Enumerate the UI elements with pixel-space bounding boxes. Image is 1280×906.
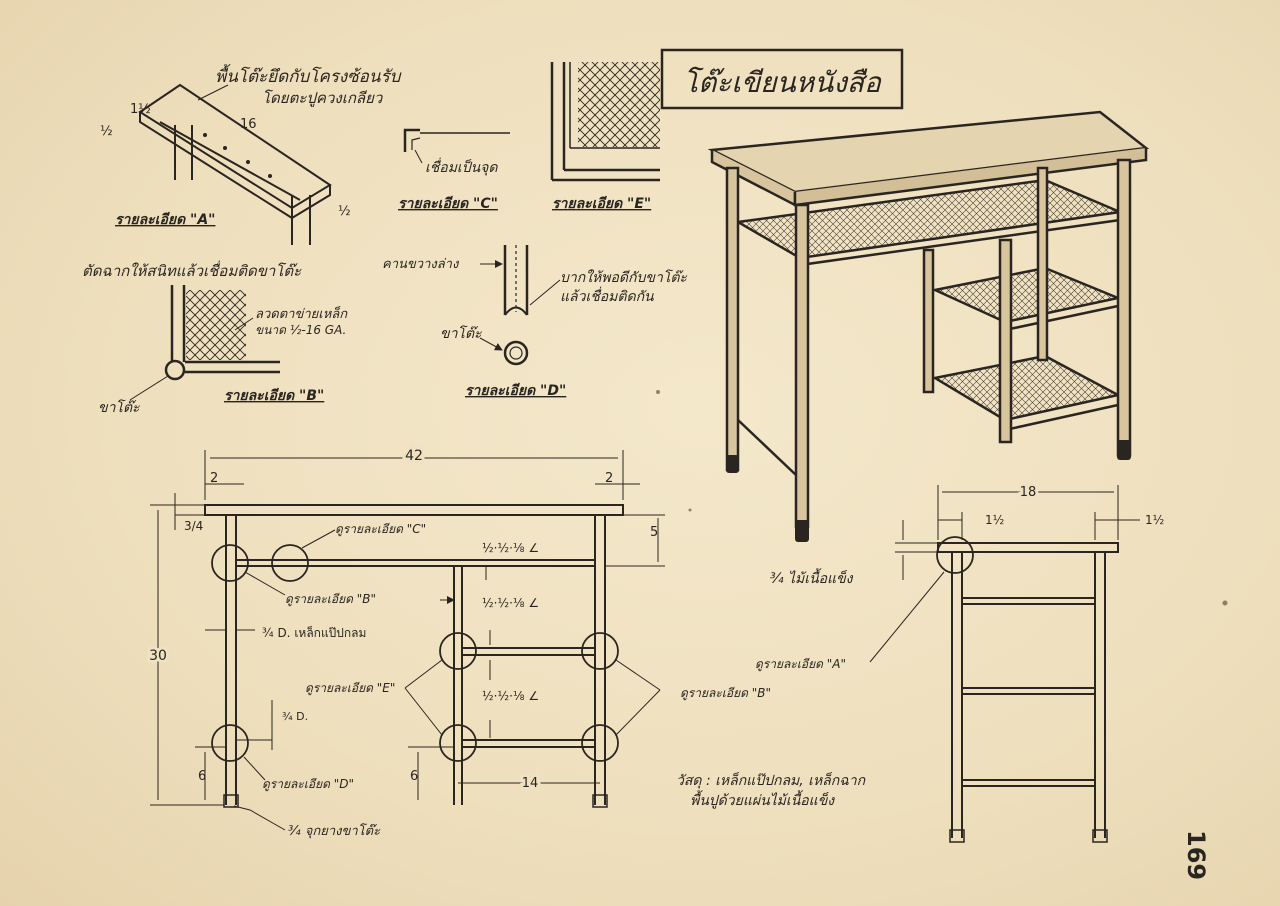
side-inset-right: 1½ xyxy=(1145,513,1164,527)
detail-a-heading: พื้นโต๊ะยึดกับโครงซ้อนรับ xyxy=(215,63,402,87)
front-callout-b2: ดูรายละเอียด "B" xyxy=(680,686,771,701)
detail-d-leg-note: ขาโต๊ะ xyxy=(440,325,482,342)
front-foot-left: 6 xyxy=(198,769,206,784)
detail-b-mesh-note-2: ขนาด ½-16 GA. xyxy=(255,323,346,337)
desk-perspective-sketch xyxy=(707,110,1150,542)
front-cap-note: ¾ จุกยางขาโต๊ะ xyxy=(288,823,381,839)
detail-b: ตัดฉากให้สนิทแล้วเชื่อมติดขาโต๊ะ ลวดตาข่… xyxy=(82,260,348,416)
front-apron-dim: 5 xyxy=(650,525,658,540)
detail-d-label: รายละเอียด "D" xyxy=(465,382,566,399)
materials-line-2: พื้นปูด้วยแผ่นไม้เนื้อแข็ง xyxy=(690,790,835,809)
front-width-dim: 42 xyxy=(405,448,423,464)
side-inset-left: 1½ xyxy=(985,513,1004,527)
front-angle-1: ½·½·⅛ ∠ xyxy=(482,541,539,555)
page-number: 169 xyxy=(1182,830,1210,880)
side-top-note: ¾ ไม้เนื้อแข็ง xyxy=(770,568,854,587)
detail-b-label: รายละเอียด "B" xyxy=(224,387,324,404)
front-pipe-small: ¾ D. xyxy=(282,710,308,723)
materials-note: วัสดุ : เหล็กแป๊ปกลม, เหล็กฉาก พื้นปูด้ว… xyxy=(676,772,867,809)
detail-a-dim-length: 16 xyxy=(240,117,257,132)
front-view: 42 2 2 30 3/4 5 ½·½·⅛ ∠ ½·½·⅛ ∠ ½·½·⅛ ∠ … xyxy=(146,445,771,839)
side-depth-dim: 18 xyxy=(1020,485,1037,500)
side-view: 18 1½ 1½ ¾ ไม้เนื้อแข็ง ดูรายละเอียด "A" xyxy=(755,482,1164,843)
front-callout-c: ดูรายละเอียด "C" xyxy=(335,522,426,537)
front-angle-2: ½·½·⅛ ∠ xyxy=(482,596,539,610)
detail-b-heading: ตัดฉากให้สนิทแล้วเชื่อมติดขาโต๊ะ xyxy=(82,260,302,280)
detail-a-dim-top: 1½ xyxy=(130,102,151,117)
detail-c: เชื่อมเป็นจุด รายละเอียด "C" xyxy=(398,128,510,212)
detail-a-label: รายละเอียด "A" xyxy=(115,211,215,228)
title-box: โต๊ะเขียนหนังสือ xyxy=(660,48,904,110)
paper-specks xyxy=(656,390,1228,606)
front-angle-3: ½·½·⅛ ∠ xyxy=(482,689,539,703)
front-callout-d: ดูรายละเอียด "D" xyxy=(262,777,354,792)
detail-b-leg-note: ขาโต๊ะ xyxy=(98,399,140,416)
front-height-dim: 30 xyxy=(149,648,167,664)
front-cabinet-width: 14 xyxy=(522,776,539,791)
detail-a-dim-side: ½ xyxy=(100,124,113,139)
detail-a-subheading: โดยตะปูควงเกลียว xyxy=(262,89,384,107)
front-callout-b1: ดูรายละเอียด "B" xyxy=(285,592,376,607)
side-callout-a: ดูรายละเอียด "A" xyxy=(755,657,846,672)
front-overhang-right: 2 xyxy=(605,471,613,486)
detail-e-label: รายละเอียด "E" xyxy=(552,195,651,212)
front-overhang-left: 2 xyxy=(210,471,218,486)
front-top-thickness: 3/4 xyxy=(184,519,203,533)
front-pipe-note: ¾ D. เหล็กแป๊ปกลม xyxy=(262,625,366,640)
detail-c-label: รายละเอียด "C" xyxy=(398,195,498,212)
detail-d-cut-note-2: แล้วเชื่อมติดกัน xyxy=(560,286,654,305)
materials-line-1: วัสดุ : เหล็กแป๊ปกลม, เหล็กฉาก xyxy=(676,772,867,789)
detail-d-brace-note: คานขวางล่าง xyxy=(382,257,460,272)
detail-c-weld-note: เชื่อมเป็นจุด xyxy=(425,157,498,176)
detail-e: รายละเอียด "E" xyxy=(550,62,660,212)
detail-a: พื้นโต๊ะยึดกับโครงซ้อนรับ โดยตะปูควงเกลี… xyxy=(100,63,402,245)
detail-d: คานขวางล่าง บากให้พอดีกับขาโต๊ะ แล้วเชื่… xyxy=(382,245,687,399)
detail-d-cut-note-1: บากให้พอดีกับขาโต๊ะ xyxy=(560,269,687,286)
front-foot-right: 6 xyxy=(410,769,418,784)
detail-b-mesh-note-1: ลวดตาข่ายเหล็ก xyxy=(255,305,348,322)
front-callout-e: ดูรายละเอียด "E" xyxy=(305,681,395,696)
detail-a-dim-right: ½ xyxy=(338,204,351,219)
drawing-title: โต๊ะเขียนหนังสือ xyxy=(683,66,882,99)
